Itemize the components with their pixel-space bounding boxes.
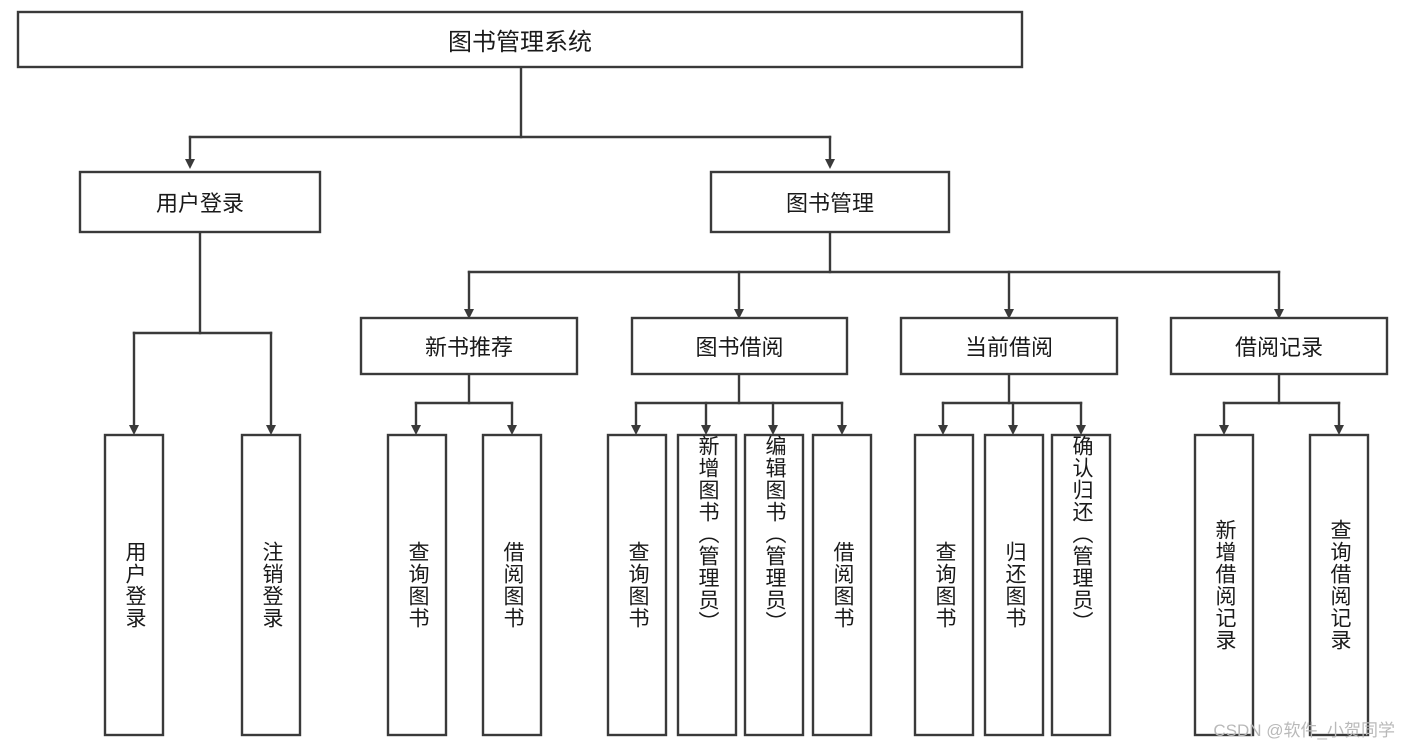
leaf-box-book-borrow-0[interactable] [606,433,668,737]
leaf-box-book-borrow-2[interactable] [743,433,805,737]
node-book-borrow[interactable] [630,316,849,376]
connector-root-to-level2 [185,65,835,169]
connector-bookmgmt-to-level3 [464,230,1284,319]
leaf-box-current-borrow-2[interactable] [1050,433,1112,737]
leaf-box-current-borrow-1[interactable] [983,433,1045,737]
node-current-borrow[interactable] [899,316,1119,376]
connector-currentborrow-to-leaves [938,372,1086,435]
connector-bookborrow-to-leaves [631,372,847,435]
leaf-box-current-borrow-0[interactable] [913,433,975,737]
leaf-box-borrow-record-1[interactable] [1308,433,1370,737]
node-book-management[interactable] [709,170,951,234]
node-borrow-record[interactable] [1169,316,1389,376]
leaf-box-user-login-1[interactable] [240,433,302,737]
leaf-box-user-login-0[interactable] [103,433,165,737]
node-root[interactable] [16,10,1024,69]
leaf-box-book-borrow-3[interactable] [811,433,873,737]
leaf-box-borrow-record-0[interactable] [1193,433,1255,737]
connector-userlogin-to-leaves [129,230,276,435]
leaf-box-book-borrow-1[interactable] [676,433,738,737]
watermark-text: CSDN @软件_小贺同学 [1213,721,1395,740]
node-new-book-recommend[interactable] [359,316,579,376]
node-user-login[interactable] [78,170,322,234]
leaf-box-new-book-1[interactable] [481,433,543,737]
connector-newbook-to-leaves [411,372,517,435]
connector-borrowrecord-to-leaves [1219,372,1344,435]
leaf-box-new-book-0[interactable] [386,433,448,737]
